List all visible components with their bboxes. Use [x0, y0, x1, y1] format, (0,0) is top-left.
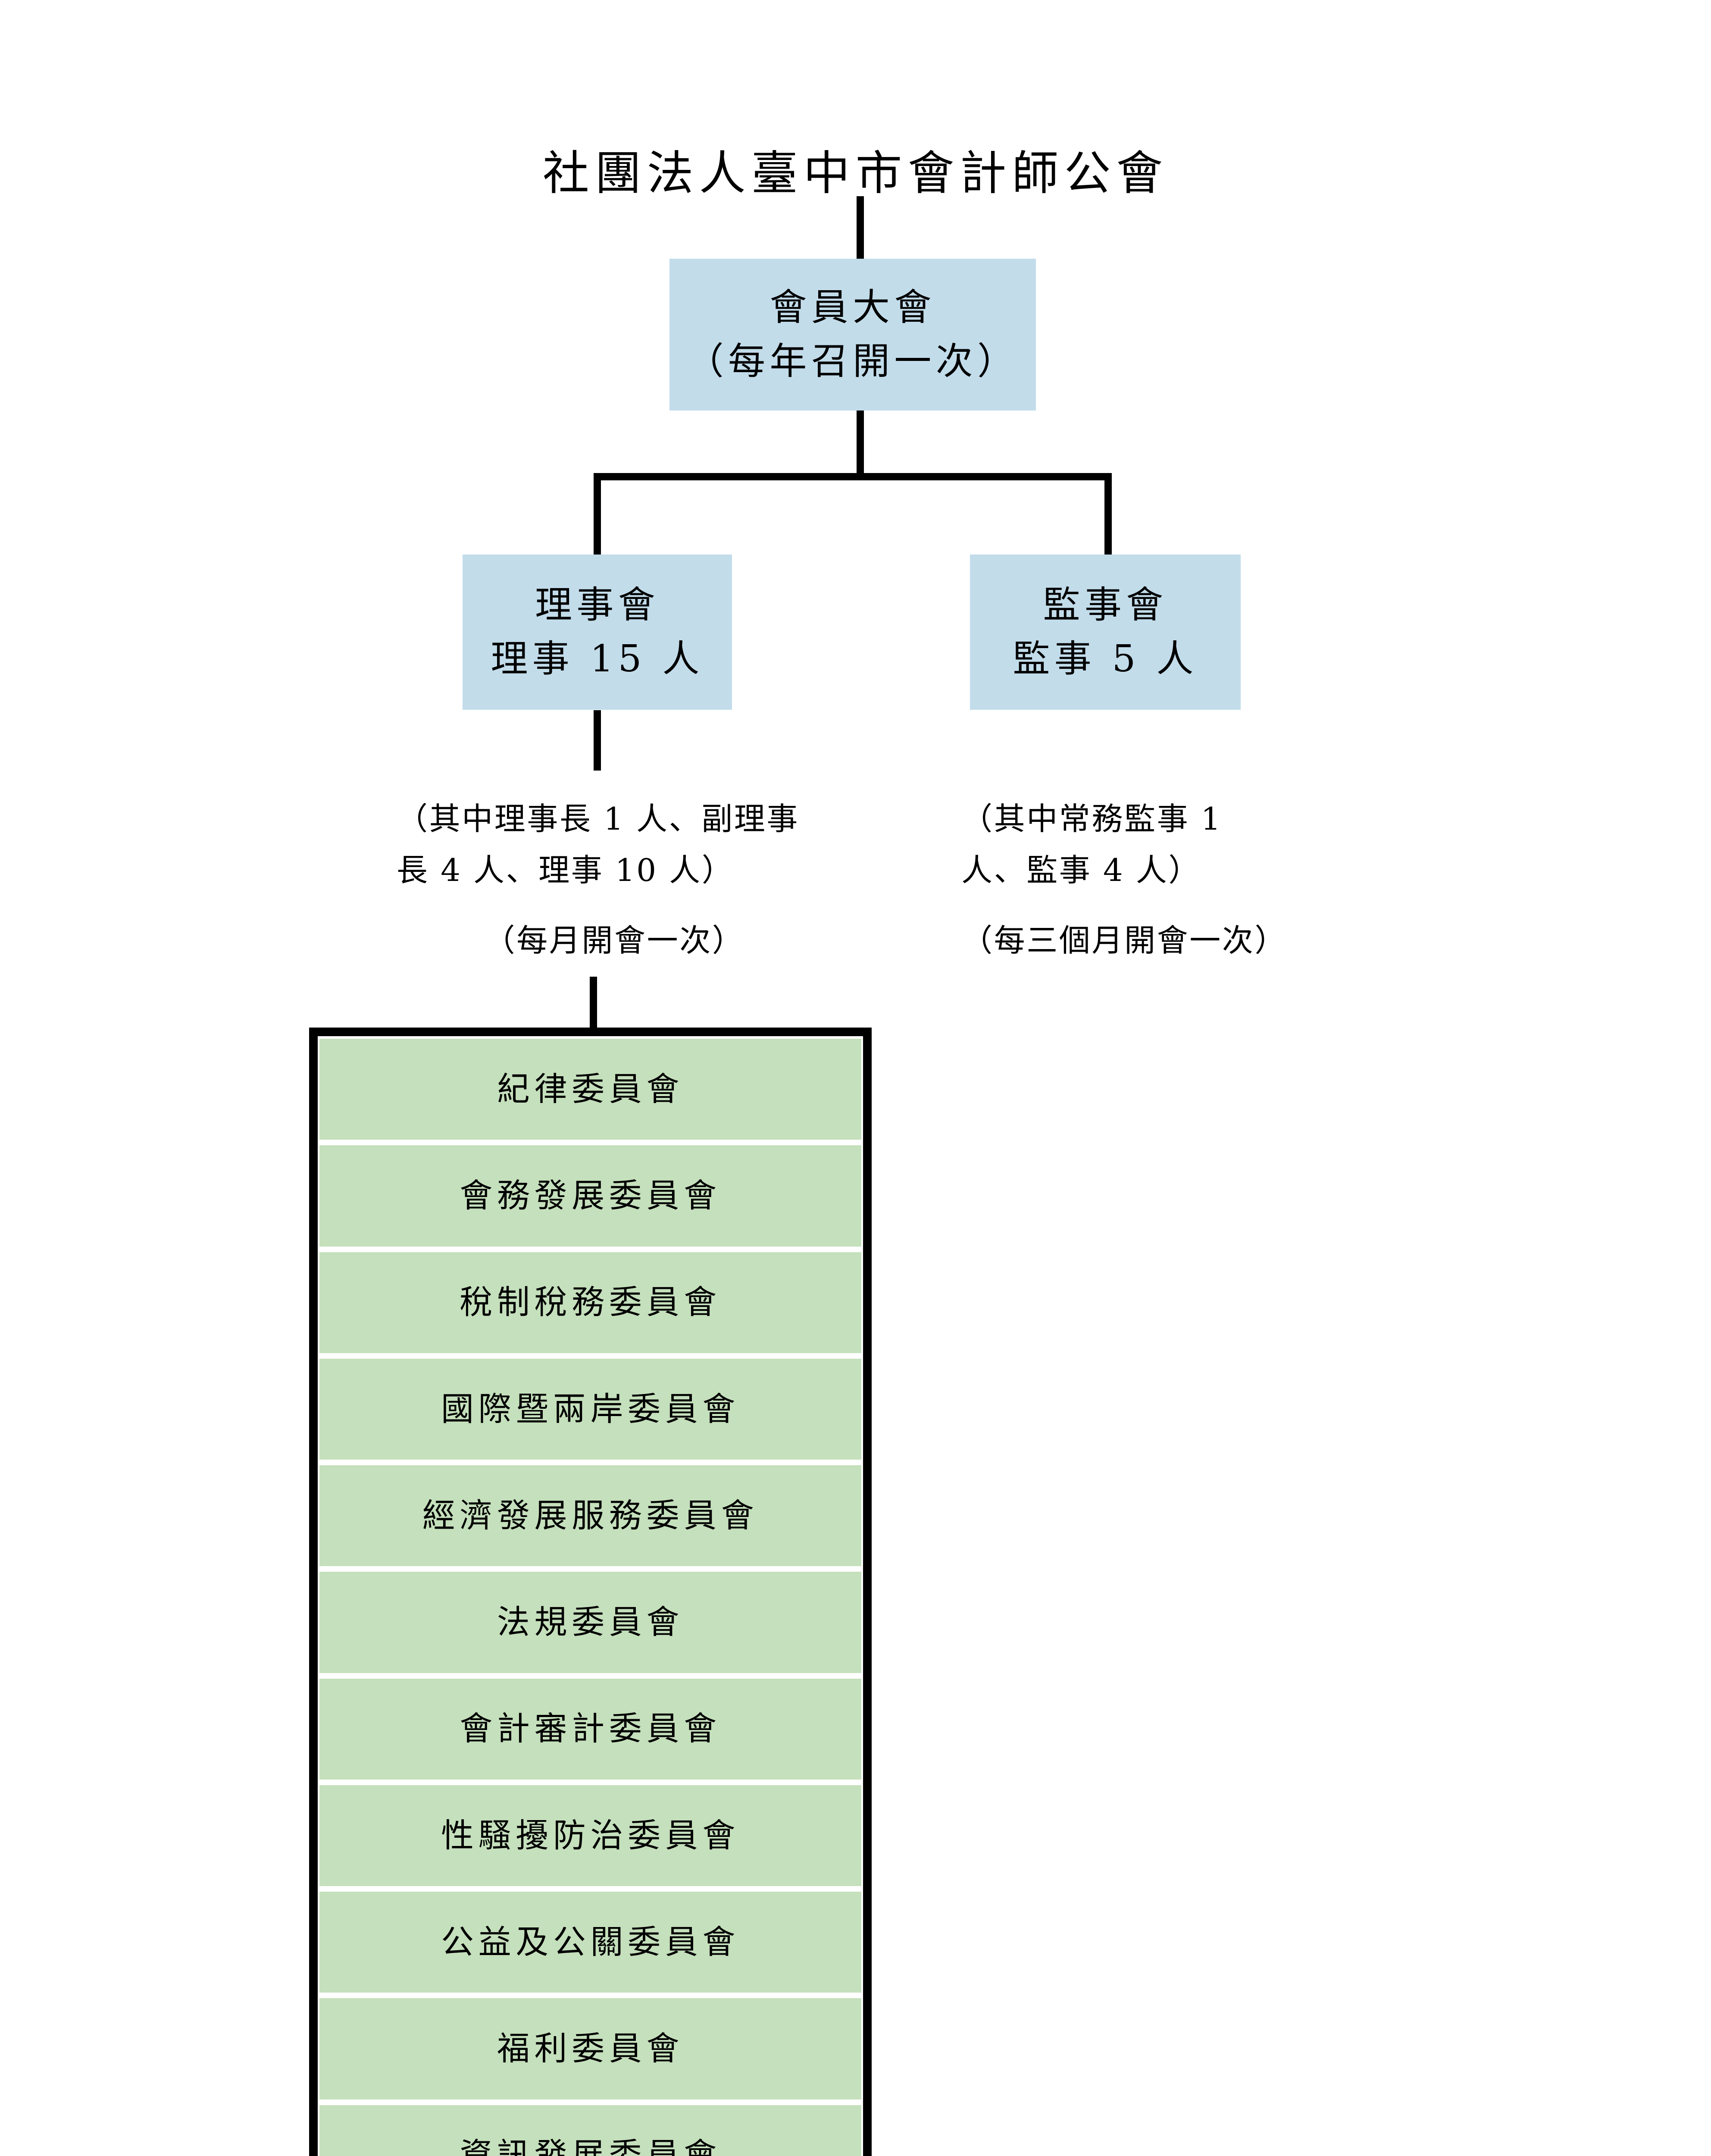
board-of-supervisors-composition: 監事 5 人 — [1013, 637, 1198, 680]
note-directors-line1: （其中理事長 1 人、副理事 — [397, 801, 799, 837]
connector-directors-down — [594, 710, 601, 771]
committee-label: 經濟發展服務委員會 — [422, 1496, 759, 1535]
general-assembly-frequency: （每年召開一次） — [686, 340, 1019, 383]
note-directors-line2: 長 4 人、理事 10 人） — [397, 852, 735, 888]
committee-item[interactable]: 公益及公關委員會 — [319, 1892, 861, 1993]
connector-to-committees — [590, 977, 597, 1031]
committee-item[interactable]: 資訊發展委員會 — [319, 2105, 861, 2156]
committee-label: 國際暨兩岸委員會 — [441, 1389, 740, 1428]
committee-item[interactable]: 會務發展委員會 — [319, 1145, 861, 1247]
committee-list: 紀律委員會 會務發展委員會 稅制稅務委員會 國際暨兩岸委員會 經濟發展服務委員會… — [309, 1028, 872, 2156]
node-board-of-supervisors[interactable]: 監事會 監事 5 人 — [970, 555, 1241, 710]
general-assembly-title: 會員大會 — [769, 286, 936, 329]
committee-label: 福利委員會 — [497, 2029, 684, 2068]
committee-label: 會務發展委員會 — [460, 1176, 721, 1215]
committee-label: 會計審計委員會 — [460, 1709, 721, 1748]
committee-label: 法規委員會 — [497, 1603, 684, 1642]
note-supervisors-line1: （其中常務監事 1 — [961, 801, 1223, 837]
committee-item[interactable]: 紀律委員會 — [319, 1039, 861, 1140]
committee-label: 公益及公關委員會 — [441, 1922, 740, 1961]
connector-split-to-supervisors — [1104, 473, 1112, 557]
committee-label: 稅制稅務委員會 — [460, 1283, 721, 1322]
page-title: 社團法人臺中市會計師公會 — [542, 147, 1169, 201]
node-general-assembly[interactable]: 會員大會 （每年召開一次） — [669, 259, 1036, 411]
board-of-directors-title: 理事會 — [535, 583, 660, 627]
committee-item[interactable]: 法規委員會 — [319, 1572, 861, 1673]
committee-label: 紀律委員會 — [497, 1069, 684, 1108]
node-board-of-directors[interactable]: 理事會 理事 15 人 — [463, 555, 732, 710]
connector-split-to-directors — [594, 473, 601, 557]
committee-item[interactable]: 會計審計委員會 — [319, 1678, 861, 1780]
note-directors-frequency: （每月開會一次） — [484, 922, 745, 959]
committee-item[interactable]: 性騷擾防治委員會 — [319, 1785, 861, 1886]
note-supervisors-line2: 人、監事 4 人） — [961, 852, 1201, 888]
board-of-directors-composition: 理事 15 人 — [491, 637, 704, 680]
connector-title-to-assembly — [857, 196, 864, 261]
committee-item[interactable]: 國際暨兩岸委員會 — [319, 1358, 861, 1460]
connector-assembly-to-split — [857, 411, 864, 473]
committee-label: 性騷擾防治委員會 — [441, 1816, 740, 1855]
committee-item[interactable]: 福利委員會 — [319, 1998, 861, 2100]
connector-horizontal-split — [594, 473, 1112, 480]
note-directors: （其中理事長 1 人、副理事 長 4 人、理事 10 人） （每月開會一次） — [397, 793, 832, 966]
note-supervisors-frequency: （每三個月開會一次） — [961, 922, 1288, 959]
committee-label: 資訊發展委員會 — [460, 2136, 721, 2156]
committee-item[interactable]: 經濟發展服務委員會 — [319, 1465, 861, 1567]
board-of-supervisors-title: 監事會 — [1043, 583, 1168, 627]
committee-item[interactable]: 稅制稅務委員會 — [319, 1252, 861, 1353]
note-supervisors: （其中常務監事 1 人、監事 4 人） （每三個月開會一次） — [961, 793, 1288, 966]
